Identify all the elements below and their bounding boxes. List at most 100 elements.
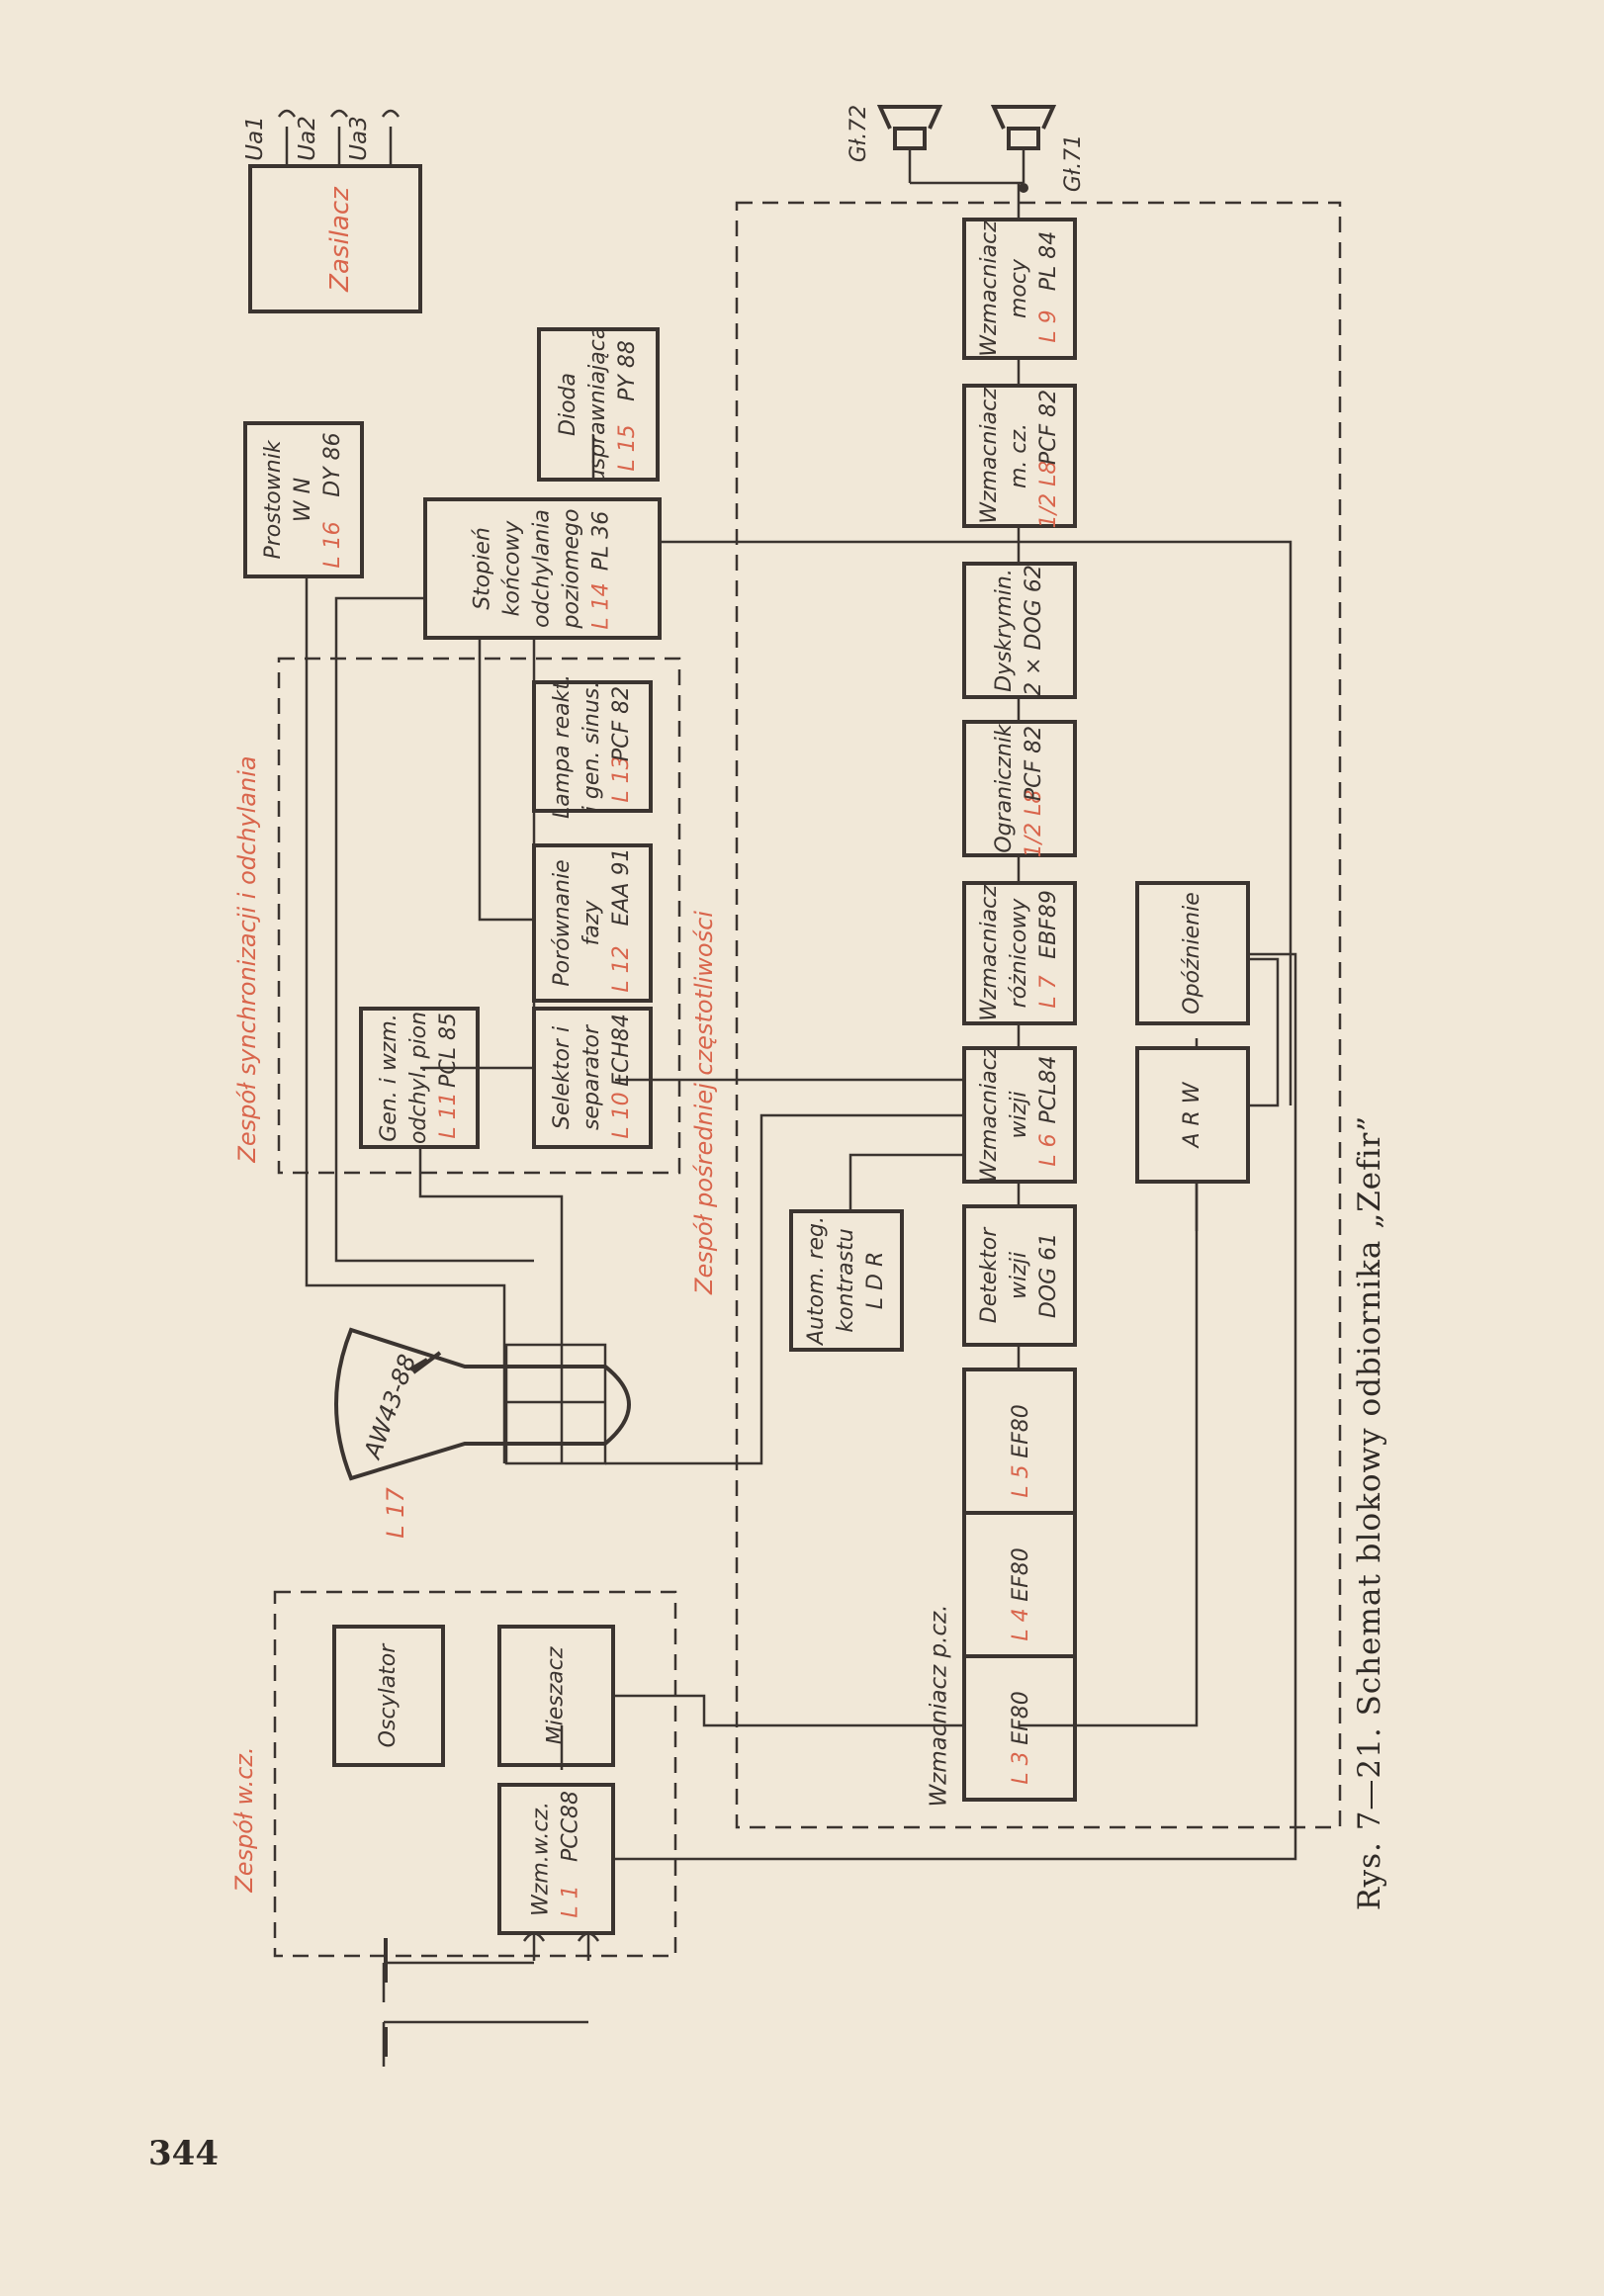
block-stopien xyxy=(423,497,662,640)
block-wzm-pcz xyxy=(962,1368,1077,1802)
block-prostownik xyxy=(243,421,364,578)
block-wzm-roznicowy-text-0: Wzmacniacz xyxy=(977,885,1002,1021)
speaker-71-label: Gł.71 xyxy=(1061,134,1086,192)
speaker-72-label: Gł.72 xyxy=(847,105,871,162)
block-stopien-text-0: Stopień xyxy=(471,527,495,610)
block-ogranicznik xyxy=(962,720,1077,857)
block-dioda-tube: PY 88 xyxy=(615,340,640,401)
block-porownanie-tube: EAA 91 xyxy=(609,848,634,927)
block-dyskrymin xyxy=(962,562,1077,699)
block-stopien-text-3: poziomego xyxy=(560,509,584,630)
block-gen-wzm-tube: PCL 85 xyxy=(436,1013,461,1088)
block-porownanie-lamp: L 12 xyxy=(609,945,634,992)
crt-tube-label: AW43-88 xyxy=(358,1351,421,1463)
page-number: 344 xyxy=(148,2134,219,2173)
block-selektor xyxy=(532,1007,653,1149)
block-detektor-text-2: DOG 61 xyxy=(1036,1233,1061,1318)
wire-speaker-drops xyxy=(908,148,1025,183)
block-wzm-mcz xyxy=(962,384,1077,528)
figure-caption: Rys. 7—21. Schemat blokowy odbiornika „Z… xyxy=(1352,1114,1387,1911)
block-gen-wzm-lamp: L 11 xyxy=(436,1092,461,1138)
group-wcz-label: Zespół w.cz. xyxy=(230,1746,258,1893)
block-lampa-reakt-lamp: L 13 xyxy=(609,755,634,802)
block-wzm-mocy-text-1: mocy xyxy=(1007,258,1031,318)
wire-antenna-feed-1 xyxy=(382,1961,534,2002)
block-prostownik-tube: DY 86 xyxy=(320,432,345,496)
block-opoznienie xyxy=(1135,881,1250,1025)
crt-anode-mark xyxy=(408,1358,429,1371)
block-zasilacz xyxy=(248,164,422,313)
crt-envelope xyxy=(334,1327,631,1481)
block-dioda-text-1: usprawniająca xyxy=(585,326,610,484)
block-stopien-lamp: L 14 xyxy=(589,582,614,629)
block-lampa-reakt-tube: PCF 82 xyxy=(609,686,634,761)
block-wzm-mcz-tube: PCF 82 xyxy=(1036,390,1061,465)
crt-lamp-label: L 17 xyxy=(382,1487,409,1539)
block-wzm-roznicowy-tube: EBF89 xyxy=(1036,890,1061,959)
group-wcz-outline xyxy=(273,1590,677,1958)
block-prostownik-text-1: W N xyxy=(291,478,315,522)
wire-stopien-yoke xyxy=(334,596,534,1263)
block-wzm-pcz-stage-2-lamp: L 5 xyxy=(1009,1464,1033,1497)
block-wzm-wizji-lamp: L 6 xyxy=(1036,1133,1061,1166)
block-wzm-wizji-text-0: Wzmacniacz xyxy=(977,1046,1002,1183)
group-posredniej-label: Zespół pośredniej częstotliwości xyxy=(690,911,718,1295)
block-wzm-wcz-tube: PCC88 xyxy=(559,1791,583,1862)
block-automat-text-0: Autom. reg. xyxy=(804,1216,829,1347)
crt-tube: AW43-88 L 17 xyxy=(334,1327,631,1539)
block-wzm-mcz-text-1: m. cz. xyxy=(1007,423,1031,488)
block-wzm-pcz-stage-2-tube: EF80 xyxy=(1009,1404,1033,1458)
block-wzm-wcz-text-0: Wzm.w.cz. xyxy=(529,1802,554,1916)
block-wzm-pcz-stage-0-lamp: L 3 xyxy=(1009,1751,1033,1784)
block-automat-text-2: L D R xyxy=(863,1252,888,1309)
block-dyskrymin-text-1: 2 × DOG 62 xyxy=(1022,565,1046,696)
wire-mieszacz-pcz xyxy=(613,1694,964,1727)
block-selektor-tube: ECH84 xyxy=(609,1014,634,1087)
block-porownanie xyxy=(532,843,653,1003)
supply-output-ua1: Ua1 xyxy=(242,116,268,161)
wire-antenna-feed-2 xyxy=(382,2020,588,2067)
group-synch-outline xyxy=(277,657,681,1175)
wire-wizji-automat xyxy=(848,1153,964,1211)
wire-wizji-crt xyxy=(605,1113,964,1465)
block-opoznienie-text-0: Opóźnienie xyxy=(1180,892,1204,1014)
wire-speakers xyxy=(910,181,1024,220)
block-stopien-tube: PL 36 xyxy=(589,511,614,572)
power-supply: Zasilacz Ua1 Ua2 Ua3 xyxy=(242,109,422,313)
block-prostownik-text-0: Prostownik xyxy=(261,439,286,559)
block-arw-text-0: A R W xyxy=(1180,1081,1204,1149)
block-stopien-text-2: odchylania xyxy=(530,509,555,628)
block-porownanie-text-1: fazy xyxy=(579,900,604,946)
speaker-71-icon xyxy=(990,105,1057,150)
block-selektor-text-1: separator xyxy=(579,1023,604,1130)
block-wzm-roznicowy-text-1: różnicowy xyxy=(1007,898,1031,1009)
block-lampa-reakt-text-0: Lampa reakt. xyxy=(550,674,575,819)
block-porownanie-text-0: Porównanie xyxy=(550,859,575,986)
block-gen-wzm-text-0: Gen. i wzm. xyxy=(377,1014,401,1142)
block-gen-wzm-text-1: odchyl. pion xyxy=(406,1012,431,1144)
wire-opoznienie-wcz xyxy=(613,952,1297,1861)
block-dioda-lamp: L 15 xyxy=(615,424,640,471)
crt-yoke xyxy=(504,1343,607,1465)
block-lampa-reakt xyxy=(532,680,653,813)
block-wzm-wcz-lamp: L 1 xyxy=(559,1885,583,1917)
block-wzm-wizji-tube: PCL84 xyxy=(1036,1056,1061,1124)
speakers: Gł.72 Gł.71 xyxy=(847,105,1086,192)
block-zasilacz-label: Zasilacz xyxy=(325,186,355,293)
block-mieszacz-text-0: Mieszacz xyxy=(544,1646,569,1744)
antenna-input xyxy=(384,1932,600,2057)
block-gen-wzm xyxy=(359,1007,480,1149)
block-ogranicznik-lamp: 1/2 L8 xyxy=(1022,790,1046,858)
block-wzm-mocy-tube: PL 84 xyxy=(1036,231,1061,292)
block-dioda xyxy=(537,327,660,482)
wire-stopien-arw xyxy=(660,540,1292,1105)
speaker-72-icon xyxy=(876,105,943,150)
supply-output-leads xyxy=(285,127,393,166)
block-wzm-pcz-stage-1-lamp: L 4 xyxy=(1009,1608,1033,1640)
wires xyxy=(305,148,1297,2067)
group-outlines xyxy=(273,201,1342,1958)
block-selektor-lamp: L 10 xyxy=(609,1092,634,1138)
